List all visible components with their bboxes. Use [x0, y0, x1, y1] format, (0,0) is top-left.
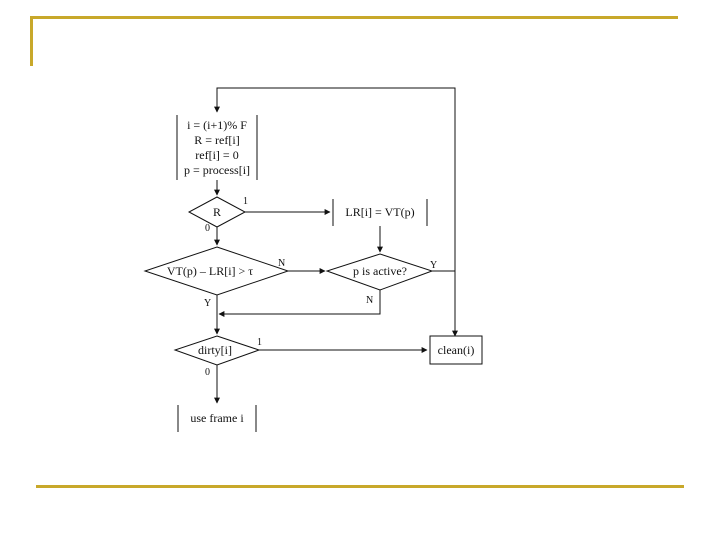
loop-connector — [214, 87, 456, 347]
decision-r-branch-1: 1 — [243, 196, 248, 207]
lr-assign-box: LR[i] = VT(p) — [332, 199, 428, 226]
decision-active: p is active? Y N — [325, 253, 437, 306]
decision-vt-label: VT(p) – LR[i] > τ — [167, 264, 253, 278]
title-rule-top — [30, 16, 678, 19]
decision-active-branch-y: Y — [430, 260, 437, 271]
step-line-3: ref[i] = 0 — [195, 148, 238, 162]
decision-active-branch-n: N — [366, 295, 373, 306]
decision-vt-branch-n: N — [278, 258, 285, 269]
connector-active-yes — [432, 270, 458, 337]
decision-vt: VT(p) – LR[i] > τ N Y — [143, 246, 290, 309]
step-line-4: p = process[i] — [184, 163, 250, 177]
use-frame-label: use frame i — [190, 411, 244, 425]
step-line-2: R = ref[i] — [194, 133, 239, 147]
decision-r-branch-0: 0 — [205, 223, 210, 234]
step-line-1: i = (i+1)% F — [187, 118, 247, 132]
step-update-box: i = (i+1)% F R = ref[i] ref[i] = 0 p = p… — [176, 115, 258, 180]
decision-r-label: R — [213, 205, 221, 219]
connector-active-no — [218, 290, 381, 317]
title-rule-left — [30, 16, 33, 66]
decision-dirty-branch-1: 1 — [257, 337, 262, 348]
decision-dirty-branch-0: 0 — [205, 367, 210, 378]
clean-label: clean(i) — [438, 343, 475, 357]
use-frame-box: use frame i — [177, 405, 257, 432]
clean-box: clean(i) — [429, 335, 483, 365]
decision-vt-branch-y: Y — [204, 298, 211, 309]
decision-r: R 1 0 — [187, 196, 248, 234]
decision-dirty: dirty[i] 1 0 — [173, 335, 262, 378]
lr-assign-label: LR[i] = VT(p) — [345, 205, 414, 219]
decision-active-label: p is active? — [353, 264, 407, 278]
footer-rule — [36, 485, 684, 488]
decision-dirty-label: dirty[i] — [198, 343, 232, 357]
